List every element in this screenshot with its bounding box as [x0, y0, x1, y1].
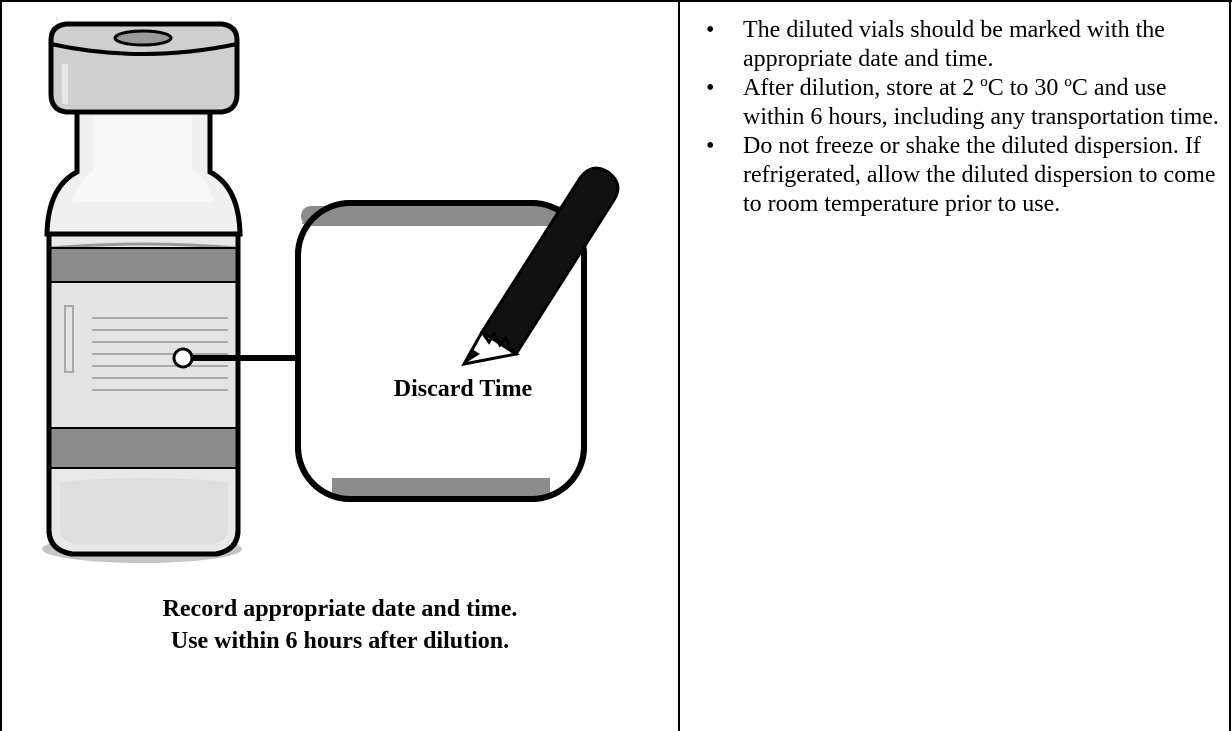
list-item: • Do not freeze or shake the diluted dis…	[680, 132, 1229, 219]
caption-line-1: Record appropriate date and time.	[162, 596, 518, 622]
list-item: • The diluted vials should be marked wit…	[680, 16, 1229, 74]
bullet-icon: •	[706, 17, 715, 43]
illustration-cell: Discard Time Record appropriate date and…	[2, 2, 678, 731]
instruction-text: After dilution, store at 2 ºC to 30 ºC a…	[743, 75, 1219, 130]
table-column-divider	[678, 0, 680, 731]
vial-illustration: Discard Time	[42, 21, 620, 563]
bullet-icon: •	[706, 75, 715, 101]
instruction-text: The diluted vials should be marked with …	[743, 17, 1165, 72]
instructions-list: • The diluted vials should be marked wit…	[680, 16, 1229, 219]
table-border-left	[0, 0, 2, 731]
table-border-top	[0, 0, 1232, 2]
callout-discard-time: Discard Time	[394, 376, 533, 402]
instructions-cell: • The diluted vials should be marked wit…	[680, 2, 1229, 731]
list-item: • After dilution, store at 2 ºC to 30 ºC…	[680, 74, 1229, 132]
vial-icon	[44, 21, 243, 557]
caption-line-2: Use within 6 hours after dilution.	[170, 628, 510, 654]
table-border-right	[1229, 0, 1231, 731]
illustration-caption: Record appropriate date and time. Use wi…	[2, 593, 678, 657]
instruction-text: Do not freeze or shake the diluted dispe…	[743, 133, 1216, 217]
pencil-icon	[461, 166, 620, 367]
label-callout-icon	[172, 200, 587, 502]
bullet-icon: •	[706, 133, 715, 159]
